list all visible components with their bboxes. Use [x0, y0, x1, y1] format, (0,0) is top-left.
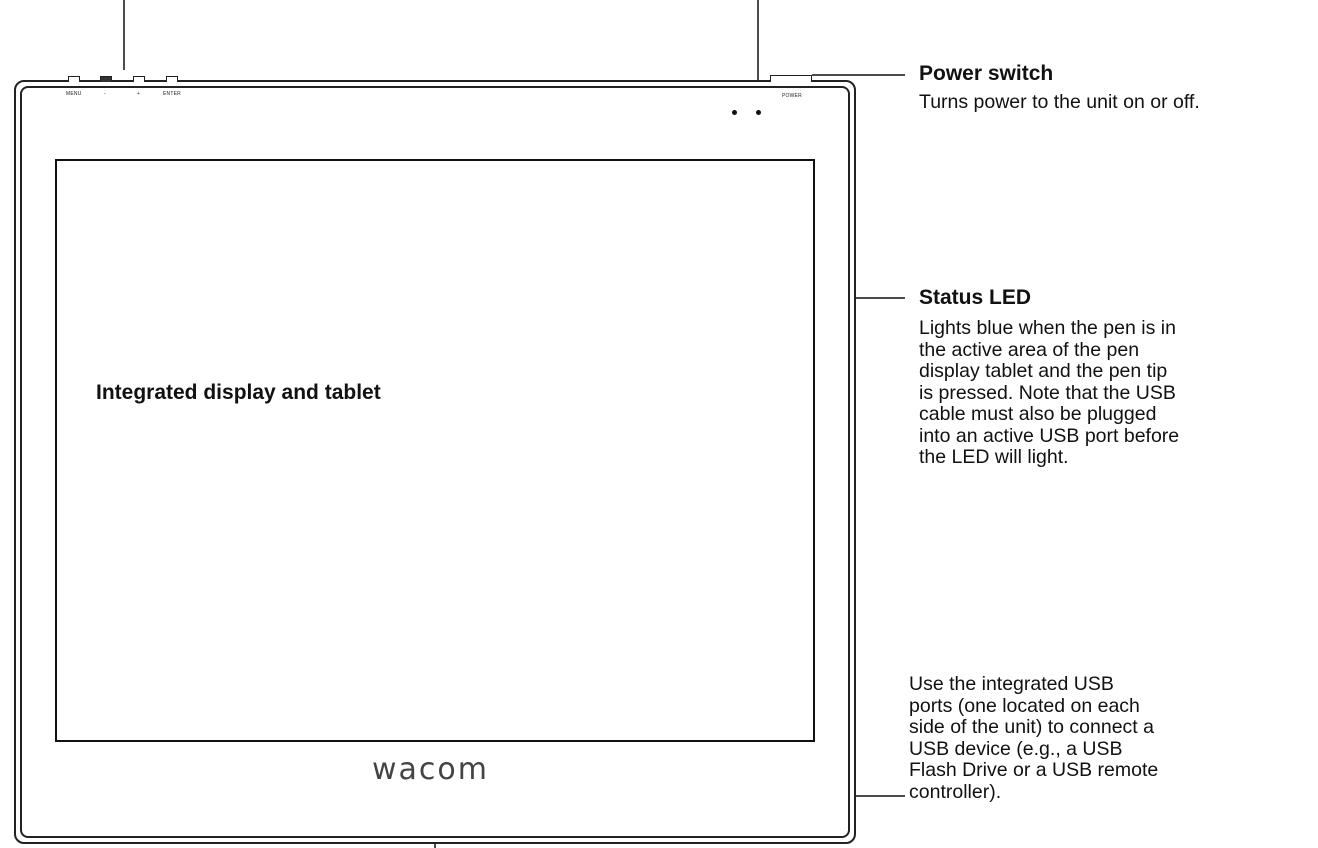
display-screen [55, 159, 815, 742]
power-switch-description: Turns power to the unit on or off. [919, 91, 1200, 113]
pen-display-inner-frame [20, 86, 850, 838]
status-led-line: Lights blue when the pen is in [919, 317, 1176, 339]
status-led-line: cable must also be plugged [919, 403, 1157, 425]
usb-ports-description: Use the integrated USB ports (one locate… [909, 673, 1159, 803]
status-led-line: display tablet and the pen tip [919, 360, 1168, 382]
power-switch[interactable] [770, 75, 812, 82]
minus-button[interactable] [100, 76, 112, 82]
usb-line: side of the unit) to connect a [909, 716, 1154, 738]
status-led [732, 110, 737, 115]
status-led-line: is pressed. Note that the USB [919, 381, 1176, 404]
plus-button-label: + [137, 91, 141, 97]
plus-button[interactable] [133, 76, 145, 82]
usb-line: controller). [909, 780, 1002, 803]
screen-label: Integrated display and tablet [96, 381, 381, 404]
status-led-line: the LED will light. [919, 446, 1069, 468]
menu-button-label: MENU [66, 91, 82, 97]
minus-button-label: - [104, 91, 106, 97]
power-led [756, 110, 761, 115]
wacom-logo: wacom [372, 752, 489, 787]
pen-display-outer-frame [14, 80, 856, 844]
power-switch-title: Power switch [919, 62, 1054, 85]
usb-line: ports (one located on each [909, 694, 1140, 717]
usb-line: Use the integrated USB [909, 673, 1114, 695]
status-led-line: the active area of the pen [919, 338, 1140, 361]
status-led-description: Lights blue when the pen is in the activ… [919, 317, 1180, 469]
enter-button[interactable] [166, 76, 178, 82]
enter-button-label: ENTER [163, 91, 181, 97]
menu-button[interactable] [68, 76, 80, 82]
status-led-line: into an active USB port before [919, 424, 1180, 447]
status-led-title: Status LED [919, 286, 1032, 309]
usb-line: USB device (e.g., a USB [909, 737, 1123, 760]
usb-line: Flash Drive or a USB remote [909, 759, 1159, 781]
power-switch-label: POWER [782, 93, 802, 99]
